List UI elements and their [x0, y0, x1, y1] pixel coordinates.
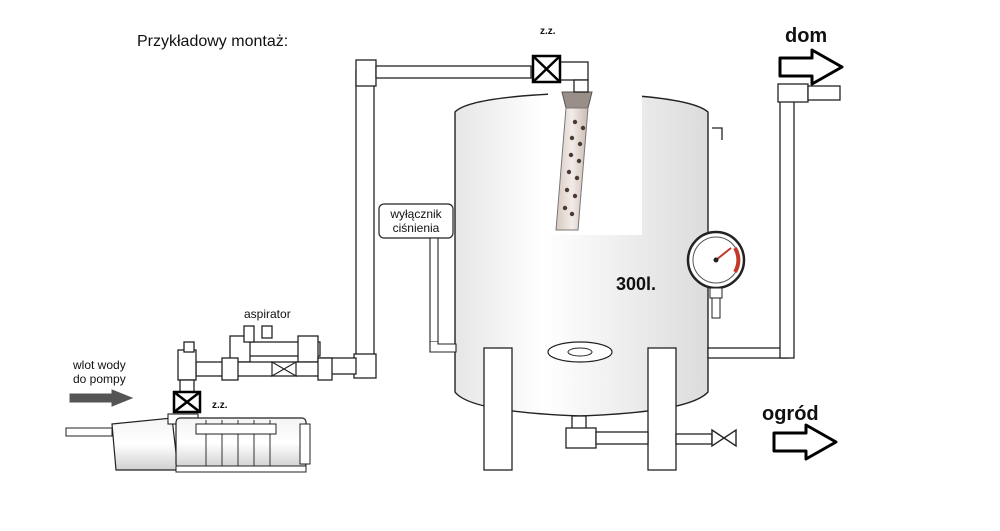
pressure-gauge [686, 230, 746, 319]
inlet-label-line2: do pompy [73, 372, 126, 386]
pressure-switch-label-line2: ciśnienia [393, 221, 440, 235]
house-outlet-pipe [707, 83, 841, 359]
supply-pipe [317, 59, 589, 379]
inlet-label-line1: wlot wody [72, 358, 126, 372]
pressure-tank [454, 92, 723, 417]
shutoff-valve-top [531, 54, 562, 84]
aspirator-label: aspirator [244, 307, 291, 321]
pump [65, 413, 311, 473]
shutoff-valve-pump [172, 390, 202, 414]
aerator-tube [548, 80, 642, 235]
arrow-house [778, 48, 844, 86]
pressure-switch [378, 203, 457, 353]
inlet-arrow [69, 389, 134, 407]
tank-leg-left [483, 347, 513, 471]
tank-leg-right [647, 347, 677, 471]
valve-pump-label: z.z. [212, 400, 228, 411]
diagram-title: Przykładowy montaż: [137, 33, 288, 50]
garden-outlet-pipe [565, 415, 737, 449]
pressure-switch-label-line1: wyłącznik [389, 207, 442, 221]
aspirator-assembly [177, 325, 333, 393]
valve-top-label: z.z. [540, 26, 556, 37]
outlet-garden-label: ogród [762, 403, 819, 425]
tank-capacity-label: 300l. [616, 274, 656, 294]
arrow-garden [772, 423, 838, 461]
outlet-house-label: dom [785, 25, 827, 47]
